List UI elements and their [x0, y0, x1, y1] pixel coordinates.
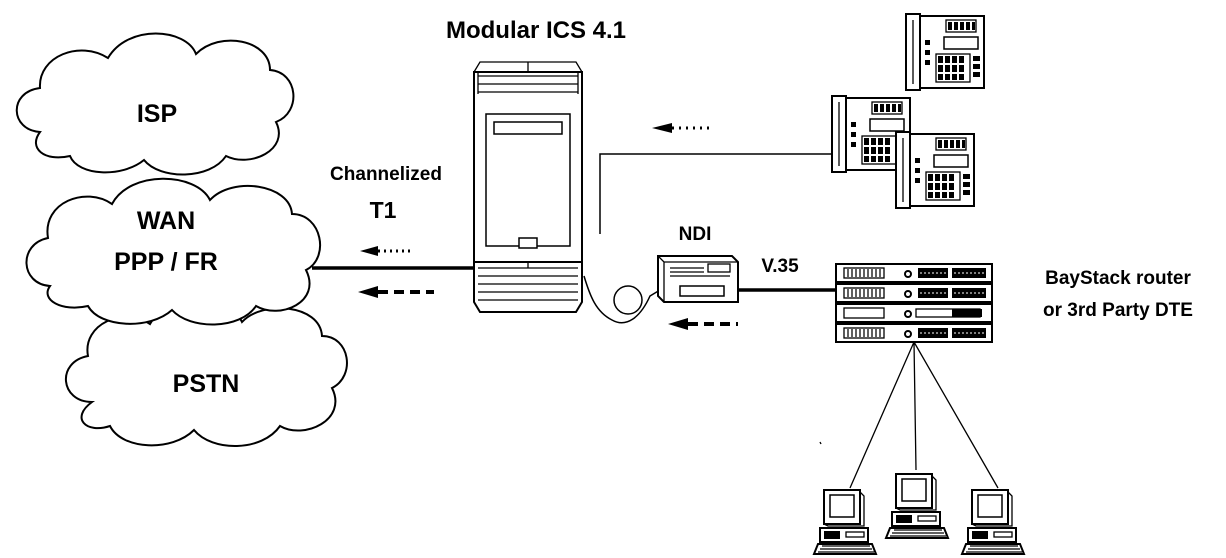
wan-protocol-label: PPP / FR: [114, 248, 218, 276]
phone-line: [599, 153, 834, 234]
cloud-icon: [15, 32, 295, 176]
router-icon: [835, 283, 993, 303]
isp-cloud: ISP: [15, 32, 295, 176]
router-label-alt: or 3rd Party DTE: [1043, 300, 1193, 321]
pstn-cloud: PSTN: [64, 300, 348, 447]
ferrite-loop: [613, 285, 643, 315]
diagram-title: Modular ICS 4.1: [446, 17, 626, 44]
computer-icon: [813, 489, 877, 555]
ndi-cable: [583, 275, 661, 324]
computer-icon: [961, 489, 1025, 555]
router-icon: [835, 303, 993, 323]
dashed-arrow-icon: [358, 286, 434, 298]
t1-label: T1: [370, 197, 397, 223]
cloud-icon: [25, 177, 321, 326]
dashed-arrow-icon: [668, 318, 738, 330]
ndi-device-icon: [657, 255, 739, 303]
telephone-icon: [895, 131, 975, 209]
wan-label: WAN: [137, 207, 195, 235]
cloud-icon: [64, 300, 348, 447]
computer-icon: [885, 473, 949, 539]
dotted-arrow-icon: [360, 246, 410, 256]
ndi-label: NDI: [679, 224, 712, 245]
telephone-icon: [905, 13, 985, 91]
router-icon: [835, 263, 993, 283]
pstn-label: PSTN: [173, 370, 240, 398]
router-icon: [835, 323, 993, 343]
router-label: BayStack router: [1045, 268, 1191, 289]
isp-label: ISP: [137, 100, 177, 128]
wan-cloud: WAN PPP / FR: [25, 177, 321, 326]
lan-dot: [819, 441, 822, 445]
dotted-arrow-icon: [652, 123, 714, 133]
ics-cabinet-icon: [473, 61, 583, 313]
v35-label: V.35: [761, 256, 799, 277]
channelized-label: Channelized: [330, 164, 442, 185]
lan-line: [849, 341, 999, 489]
